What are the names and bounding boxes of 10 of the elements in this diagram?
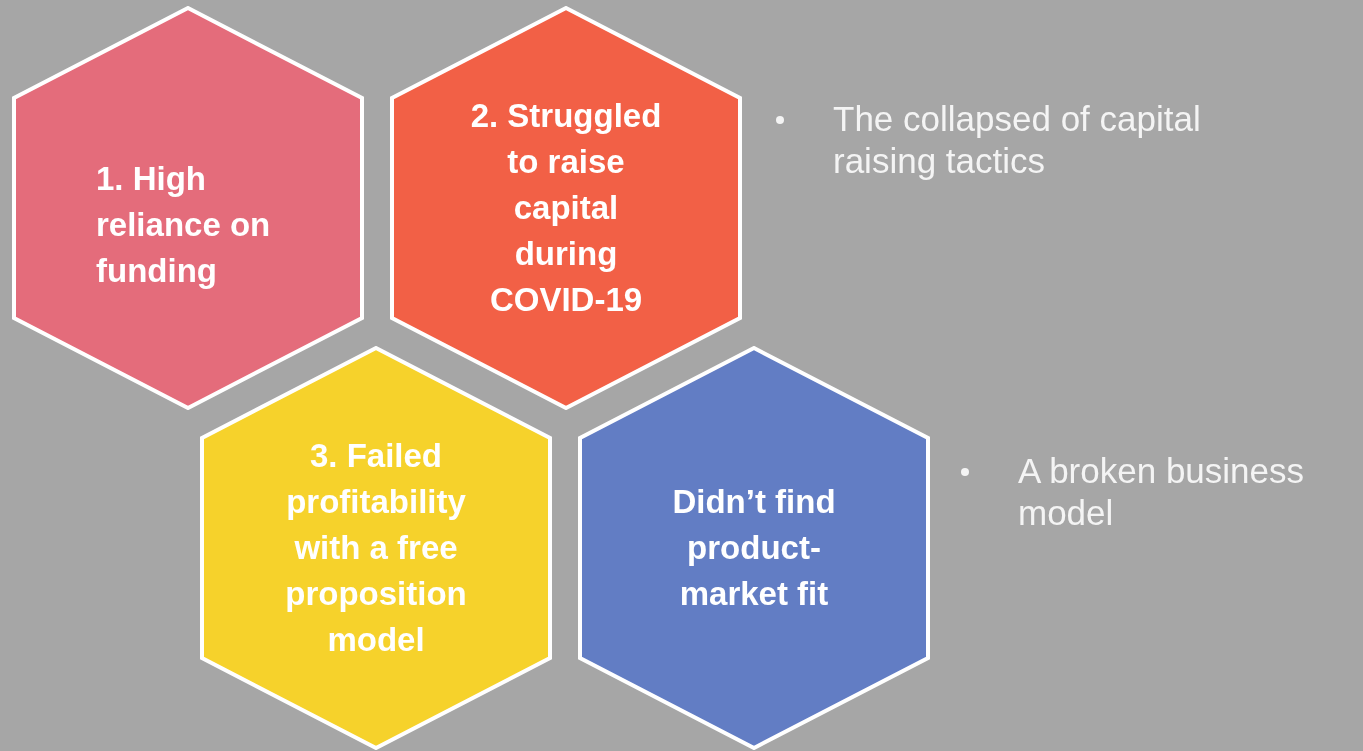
hexagon-label: Didn’t find product-market fit [671, 482, 837, 614]
hexagon [12, 6, 364, 410]
hexagon [578, 346, 930, 750]
hexagon-label: 3. Failed profitability with a free proposition model [284, 436, 468, 660]
hexagon-label: 2. Struggled to raise capital during COVID-19 [469, 96, 663, 320]
hexagon [390, 6, 742, 410]
bullet-point: The collapsed of capital raising tactics [833, 98, 1202, 182]
hexagon-label: 1. High reliance on funding [96, 159, 272, 291]
hexagon [200, 346, 552, 750]
bullet-point: A broken business model [1018, 450, 1305, 534]
